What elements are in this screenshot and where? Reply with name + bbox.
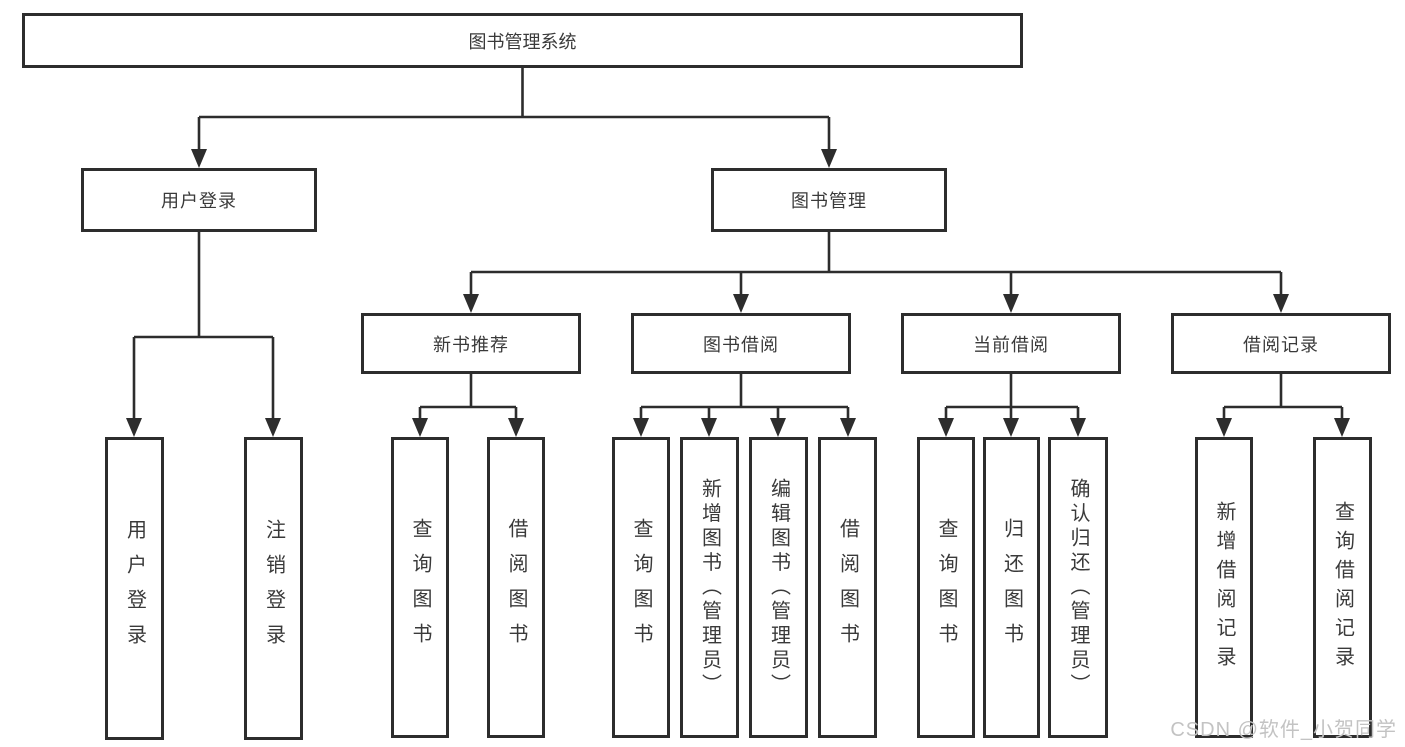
leaf-confirm-return-admin-label: 确认归还（管理员） — [1067, 477, 1089, 698]
leaf-borrow-books-label: 借阅图书 — [836, 517, 859, 658]
leaf-recommend-query-books-label: 查询图书 — [409, 517, 431, 658]
node-group-current-borrow: 当前借阅 — [901, 313, 1121, 374]
node-group-book-borrow-label: 图书借阅 — [703, 334, 779, 355]
leaf-user-login-label: 用户登录 — [123, 518, 146, 659]
arrowheads — [126, 149, 1350, 437]
node-group-new-book-recommend: 新书推荐 — [361, 313, 581, 374]
leaf-edit-books-admin: 编辑图书（管理员） — [749, 437, 808, 738]
leaf-logout: 注销登录 — [244, 437, 303, 740]
node-book-management-branch-label: 图书管理 — [791, 191, 867, 211]
leaf-edit-books-admin-label: 编辑图书（管理员） — [767, 477, 790, 698]
leaf-add-books-admin: 新增图书（管理员） — [680, 437, 739, 738]
leaf-user-login: 用户登录 — [105, 437, 164, 740]
leaf-current-query-books-label: 查询图书 — [935, 517, 957, 658]
leaf-borrow-books: 借阅图书 — [818, 437, 877, 738]
leaf-add-books-admin-label: 新增图书（管理员） — [698, 477, 721, 698]
node-root-system: 图书管理系统 — [22, 13, 1023, 68]
leaf-return-books-label: 归还图书 — [1000, 517, 1023, 658]
node-user-login-branch: 用户登录 — [81, 168, 317, 232]
node-group-new-book-recommend-label: 新书推荐 — [433, 334, 509, 355]
node-group-borrow-records-label: 借阅记录 — [1243, 334, 1319, 355]
node-book-management-branch: 图书管理 — [711, 168, 947, 232]
leaf-add-borrow-record-label: 新增借阅记录 — [1213, 500, 1235, 675]
leaf-confirm-return-admin: 确认归还（管理员） — [1048, 437, 1108, 738]
node-user-login-branch-label: 用户登录 — [161, 191, 237, 211]
leaf-recommend-borrow-books-label: 借阅图书 — [505, 517, 527, 658]
node-root-label: 图书管理系统 — [468, 31, 577, 52]
node-group-current-borrow-label: 当前借阅 — [973, 334, 1049, 355]
leaf-borrow-query-books: 查询图书 — [612, 437, 670, 738]
leaf-return-books: 归还图书 — [983, 437, 1040, 738]
leaf-recommend-query-books: 查询图书 — [391, 437, 449, 738]
leaf-borrow-query-books-label: 查询图书 — [630, 517, 652, 658]
leaf-add-borrow-record: 新增借阅记录 — [1195, 437, 1253, 738]
leaf-current-query-books: 查询图书 — [917, 437, 975, 738]
leaf-query-borrow-record-label: 查询借阅记录 — [1331, 500, 1354, 675]
leaf-query-borrow-record: 查询借阅记录 — [1313, 437, 1372, 738]
node-group-book-borrow: 图书借阅 — [631, 313, 851, 374]
leaf-logout-label: 注销登录 — [262, 518, 285, 659]
leaf-recommend-borrow-books: 借阅图书 — [487, 437, 545, 738]
node-group-borrow-records: 借阅记录 — [1171, 313, 1391, 374]
